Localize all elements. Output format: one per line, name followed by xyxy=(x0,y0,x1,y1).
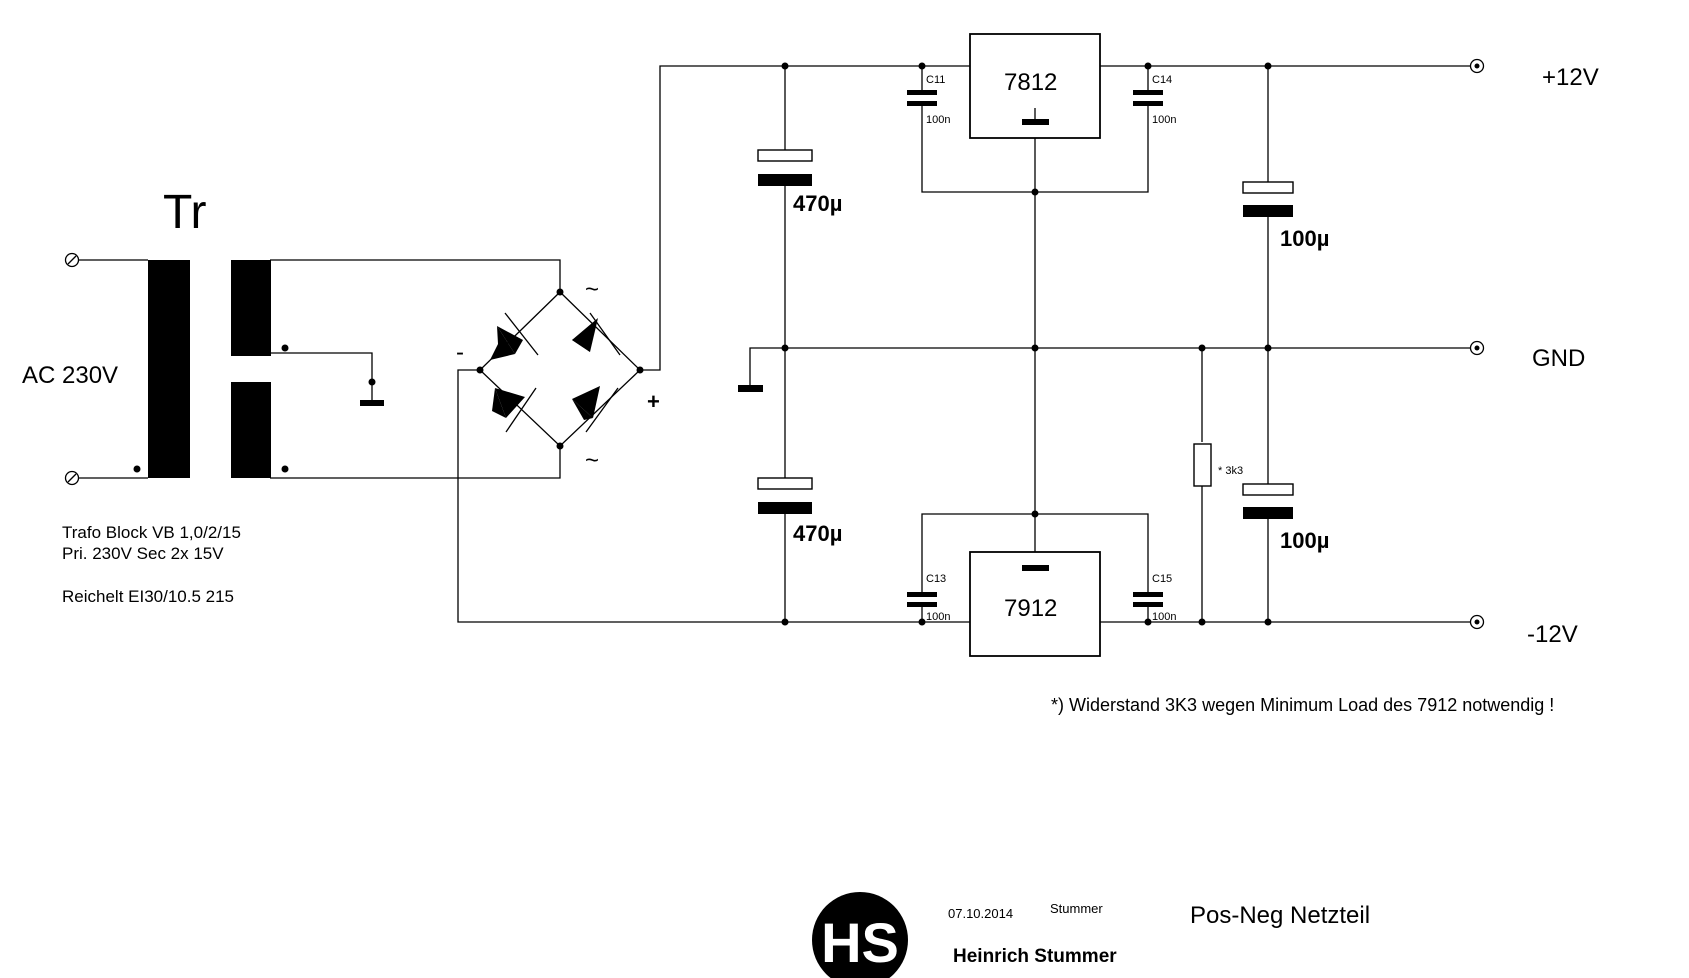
resistor-3k3 xyxy=(1193,443,1212,487)
bulk-cap-bottom-value: 470µ xyxy=(793,521,842,546)
title-drawn-by: Stummer xyxy=(1050,901,1103,916)
ground-stub-symbol xyxy=(738,385,763,392)
regulator-7812-label: 7812 xyxy=(1004,69,1057,96)
hs-logo-text: HS xyxy=(821,911,899,974)
output-cap-bottom xyxy=(1242,483,1294,519)
c15-name: C15 xyxy=(1152,573,1172,585)
c14-value: 100n xyxy=(1152,114,1176,126)
bulk-cap-top-value: 470µ xyxy=(793,191,842,216)
bulk-cap-bottom xyxy=(757,477,813,514)
hs-logo: HS xyxy=(812,892,908,978)
cap-c15 xyxy=(1133,592,1163,607)
transformer-ref: Tr xyxy=(163,186,207,239)
footnote: *) Widerstand 3K3 wegen Minimum Load des… xyxy=(1051,695,1554,715)
output-cap-bottom-value: 100µ xyxy=(1280,528,1329,553)
c15-value: 100n xyxy=(1152,611,1176,623)
center-tap-ground-symbol xyxy=(360,400,384,406)
transformer-spec-3: Reichelt EI30/10.5 215 xyxy=(62,587,234,606)
c11-value: 100n xyxy=(926,114,950,126)
cap-c11 xyxy=(907,90,937,106)
bridge-plus-label: + xyxy=(647,389,660,414)
bridge-minus-label: - xyxy=(456,339,464,366)
title-name: Pos-Neg Netzteil xyxy=(1190,902,1370,929)
cap-c13 xyxy=(907,592,937,607)
regulator-7912-ground-pin xyxy=(1022,565,1049,571)
transformer-spec-2: Pri. 230V Sec 2x 15V xyxy=(62,544,224,563)
c13-name: C13 xyxy=(926,573,946,585)
bulk-cap-top xyxy=(757,149,813,186)
c14-name: C14 xyxy=(1152,74,1172,86)
diode-bottom-left xyxy=(495,388,525,418)
transformer-spec-1: Trafo Block VB 1,0/2/15 xyxy=(62,523,241,542)
bridge-rectifier xyxy=(476,288,644,450)
regulator-7812-ground-pin xyxy=(1022,119,1049,125)
ac-input-terminals xyxy=(64,252,80,486)
output-gnd-label: GND xyxy=(1532,345,1585,372)
c13-value: 100n xyxy=(926,611,950,623)
title-date: 07.10.2014 xyxy=(948,906,1013,921)
transformer-secondary-top-core xyxy=(231,260,271,356)
c11-name: C11 xyxy=(926,74,945,86)
output-terminals xyxy=(1469,58,1485,630)
bridge-ac-symbol-bottom: ~ xyxy=(585,447,599,474)
title-author: Heinrich Stummer xyxy=(953,946,1117,967)
ac-input-label: AC 230V xyxy=(22,362,118,389)
cap-c14 xyxy=(1133,90,1163,106)
transformer-secondary-bottom-core xyxy=(231,382,271,478)
regulator-7912-label: 7912 xyxy=(1004,595,1057,622)
transformer xyxy=(133,260,384,478)
output-cap-top-value: 100µ xyxy=(1280,226,1329,251)
output-minus12-label: -12V xyxy=(1527,621,1578,648)
resistor-label: * 3k3 xyxy=(1218,465,1243,477)
junction-dots xyxy=(781,62,1272,626)
transformer-primary-core xyxy=(148,260,190,478)
diode-top-left xyxy=(497,326,523,354)
bridge-ac-symbol-top: ~ xyxy=(585,276,599,303)
output-plus12-label: +12V xyxy=(1542,64,1599,91)
output-cap-top xyxy=(1242,181,1294,217)
diode-bottom-right xyxy=(572,386,600,418)
